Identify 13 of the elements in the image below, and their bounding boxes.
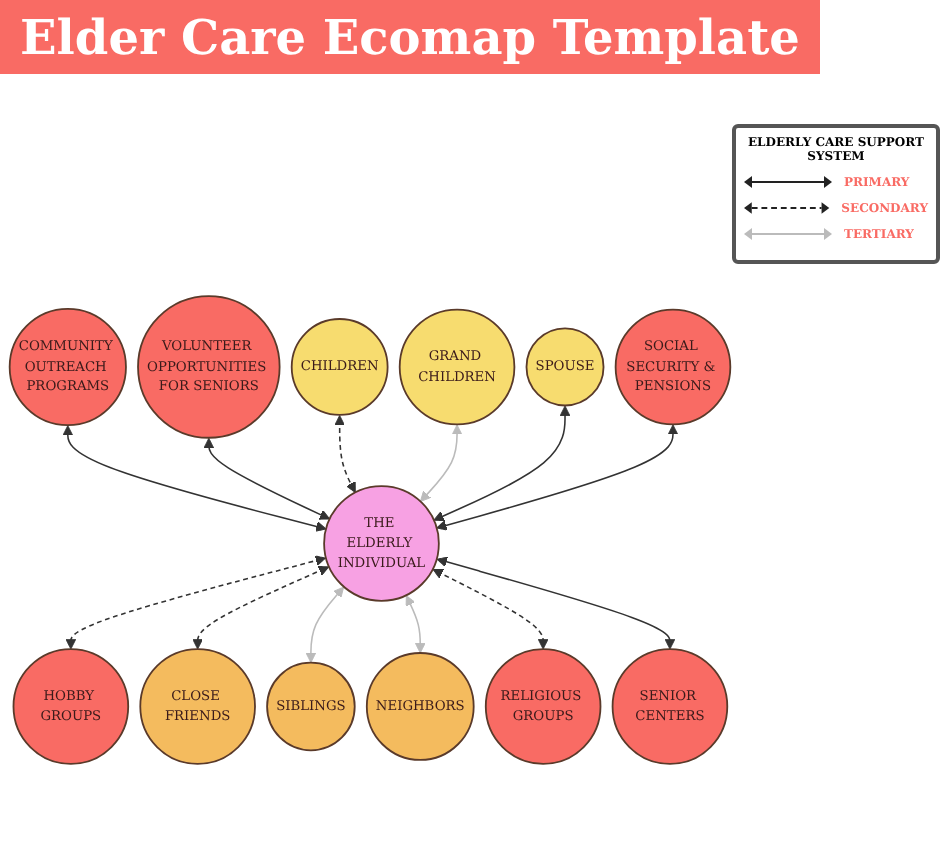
arrow: [62, 425, 327, 532]
title: Elder Care Ecomap Template: [0, 0, 820, 74]
arrow: [436, 556, 676, 650]
arrow: [432, 569, 549, 650]
arrow: [203, 437, 331, 520]
arrow: [334, 414, 356, 493]
arrow: [405, 595, 426, 654]
arrow: [420, 424, 463, 502]
arrow: [436, 424, 679, 531]
arrow: [305, 586, 345, 664]
arrow: [433, 405, 571, 522]
arrow: [65, 555, 326, 650]
arrow: [192, 565, 330, 650]
